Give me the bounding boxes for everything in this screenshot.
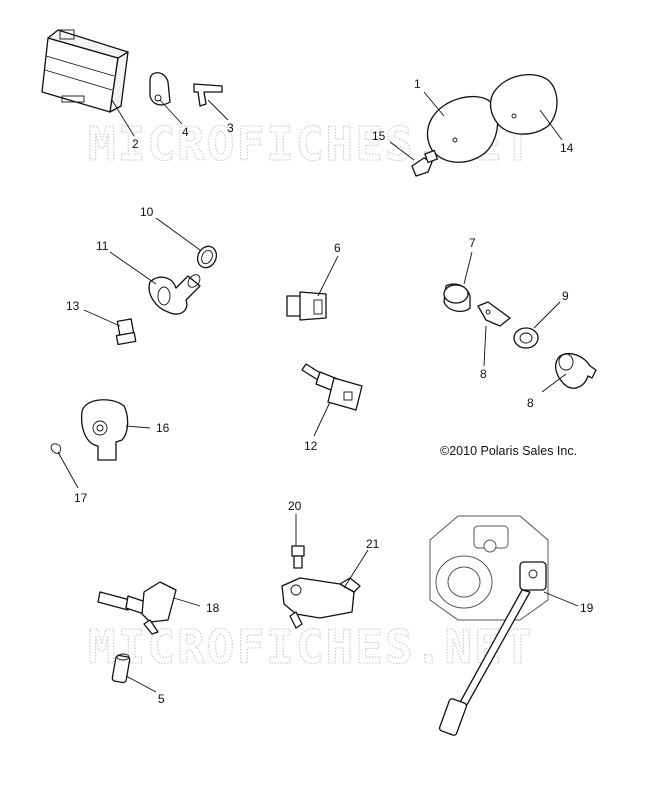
part-9-nut[interactable] — [513, 327, 539, 349]
callout-16: 16 — [156, 421, 170, 435]
part-6-sensor[interactable] — [286, 291, 327, 321]
callout-14: 14 — [560, 141, 574, 155]
callout-18: 18 — [206, 601, 220, 615]
watermark-bottom: MICROFICHES.NET — [88, 620, 533, 674]
part-12-temp-sensor[interactable] — [301, 363, 363, 411]
callout-3: 3 — [227, 121, 234, 135]
callout-15: 15 — [372, 129, 386, 143]
callout-12: 12 — [304, 439, 318, 453]
callout-21: 21 — [366, 537, 380, 551]
callout-5: 5 — [158, 692, 165, 706]
callout-8-lower: 8 — [527, 396, 534, 410]
callout-6: 6 — [334, 241, 341, 255]
part-14-plate[interactable] — [489, 74, 558, 135]
callout-17: 17 — [74, 491, 88, 505]
callout-2: 2 — [132, 137, 139, 151]
leader-lines — [57, 91, 579, 693]
callout-8-upper: 8 — [480, 367, 487, 381]
part-3-pin[interactable] — [193, 83, 223, 107]
part-7-cap[interactable] — [443, 283, 471, 313]
part-18-sensor[interactable] — [97, 581, 177, 635]
part-10-o-ring[interactable] — [194, 243, 220, 271]
callout-10: 10 — [140, 205, 154, 219]
part-16-knock-sensor[interactable] — [80, 399, 129, 461]
callout-7: 7 — [469, 236, 476, 250]
part-2-ecu-module[interactable] — [41, 29, 129, 113]
part-19-throttle-assembly[interactable] — [429, 515, 549, 736]
callout-1: 1 — [414, 77, 421, 91]
callout-11: 11 — [96, 239, 109, 253]
callout-4: 4 — [182, 125, 189, 139]
part-5-pin[interactable] — [111, 653, 131, 684]
part-15-screw[interactable] — [411, 149, 439, 177]
part-20-screw[interactable] — [291, 545, 305, 569]
callout-13: 13 — [66, 299, 80, 313]
callout-9: 9 — [562, 289, 569, 303]
callout-20: 20 — [288, 499, 302, 513]
part-11-sensor[interactable] — [148, 272, 202, 315]
callout-labels: 1 2 3 4 5 6 7 8 8 9 10 11 12 13 14 15 16… — [66, 77, 594, 706]
part-8-sensor[interactable] — [554, 352, 597, 389]
part-17-clip[interactable] — [50, 443, 61, 455]
part-4-clip[interactable] — [149, 72, 171, 106]
part-8-bracket[interactable] — [477, 301, 511, 327]
part-13-bolt[interactable] — [115, 318, 137, 346]
copyright-notice: ©2010 Polaris Sales Inc. — [440, 444, 577, 458]
part-1-cover[interactable] — [426, 96, 499, 163]
part-21-map-sensor[interactable] — [281, 577, 361, 629]
callout-19: 19 — [580, 601, 594, 615]
